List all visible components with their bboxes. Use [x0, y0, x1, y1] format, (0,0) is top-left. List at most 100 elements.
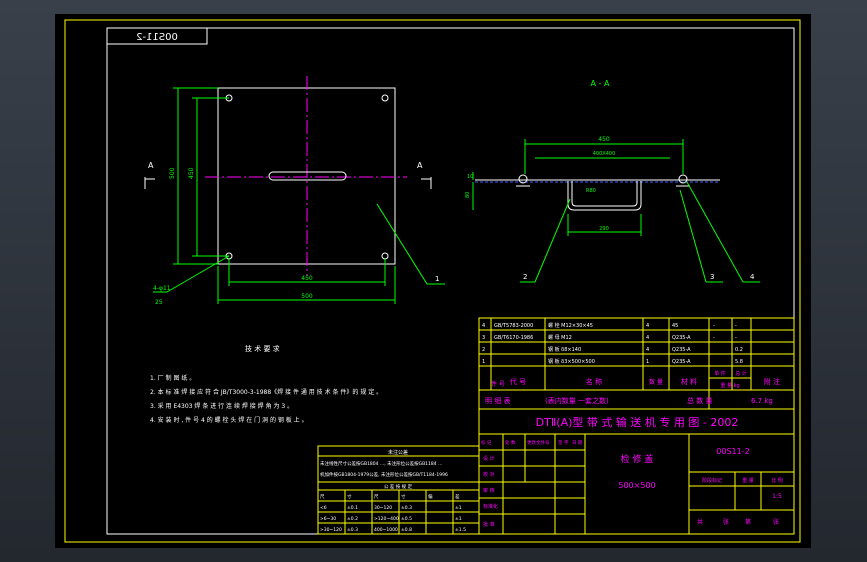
bom-h-name: 名 称: [586, 377, 602, 386]
dim-outer-width: 500: [301, 293, 313, 300]
tol-col-header: 寸: [401, 493, 406, 500]
bom-h-note: 附 注: [764, 377, 780, 386]
bom-table: [478, 317, 795, 410]
bom-summary-note: (表内数量 一套之数): [545, 396, 609, 405]
tb-label-date: 日 期: [572, 440, 583, 446]
slot: [268, 171, 347, 181]
tech-item-3: 3. 采 用 E4303 焊 条 进 行 连 续 焊 接 焊 角 为 3 。: [150, 402, 293, 410]
tol-cell: ±0.8: [401, 527, 412, 533]
bom-cell: 0.2: [735, 347, 743, 353]
tol-line-1: 未注线性尺寸公差按GB1804 ..., 未注形位公差按GB1184 ...: [320, 460, 442, 467]
code-box: [106, 27, 208, 45]
dim-outer-height: 500: [169, 167, 176, 179]
tol-cell: ±0.5: [401, 516, 412, 522]
bom-cell: 45: [672, 323, 678, 329]
tol-cell: ±0.3: [401, 505, 412, 511]
dim-section-radius: R80: [586, 188, 596, 194]
hole-sub: 25: [155, 299, 163, 306]
bom-h-total: 总 计: [735, 370, 747, 377]
tol-cell: ±0.2: [347, 516, 358, 522]
tol-col-header: 尺: [374, 494, 379, 500]
tb-stage: 阶段标记: [702, 477, 722, 484]
hole-note: 4-φ11: [153, 285, 171, 292]
cad-canvas[interactable]: 00S11-2 500 450 450 500 4-φ11 25: [55, 14, 811, 548]
tb-weight: 重 量: [742, 477, 754, 484]
tol-line-2: 机加件按GB1804-1979公差, 未注形位公差按GB/T1184-1996: [320, 471, 448, 478]
tech-item-2: 2. 本 标 准 焊 接 应 符 合 JB/T3000-3-1988《焊 接 件…: [150, 388, 382, 396]
bom-cell: 3: [482, 335, 485, 341]
dim-section-height: 10: [467, 174, 473, 180]
tol-cell: ±0.1: [347, 505, 358, 511]
tol-cell: <6: [320, 505, 327, 511]
section-mark-left: A: [148, 161, 154, 170]
bom-summary-title: 明 细 表: [485, 396, 510, 405]
tol-col-header: 尺: [320, 494, 325, 500]
dim-section-slot: 400X400: [593, 151, 616, 157]
bom-h-mat: 材 料: [681, 377, 697, 386]
callout-2: 2: [523, 273, 527, 281]
bom-cell: Q235-A: [672, 359, 691, 365]
bom-cell: 螺 栓 M12×30×45: [548, 322, 593, 329]
tech-item-1: 1. 厂 制 图 纸 。: [150, 374, 195, 382]
callout-4: 4: [750, 273, 755, 281]
tech-requirements: 技 术 要 求 1. 厂 制 图 纸 。 2. 本 标 准 焊 接 应 符 合 …: [150, 344, 382, 424]
drawing-no: 00S11-2: [716, 447, 749, 456]
section-view: A - A 450 400X400 80 10 290 R80 2 3 4: [465, 79, 760, 283]
bom-cell: 螺 母 M12: [548, 334, 572, 341]
tol-cell: >30~120: [320, 527, 342, 533]
section-title: A - A: [591, 79, 610, 88]
hole-tr: [381, 94, 389, 102]
bom-cell: 钢 板 δ8×140: [548, 346, 581, 353]
tb-role-approve: 批 准: [483, 521, 495, 528]
bom-cell: -: [735, 335, 737, 341]
tol-col-header: 寸: [347, 493, 352, 500]
bom-cell: 1: [482, 359, 485, 365]
bom-cell: 钢 板 δ3×500×500: [548, 358, 595, 365]
bom-cell: GB/T5783-2000: [494, 323, 533, 329]
tech-title: 技 术 要 求: [245, 344, 280, 353]
tb-sheet-4: 张: [773, 518, 779, 526]
section-mark-right: A: [417, 161, 423, 170]
tb-scale-value: 1:5: [772, 493, 782, 500]
tech-item-4: 4. 安 装 时 , 件 号 4 的 螺 栓 头 焊 在 门 洞 的 钢 板 上…: [150, 416, 308, 424]
tb-role-check: 校 对: [483, 471, 495, 478]
outer-border: [64, 19, 801, 543]
bom-h-no: 件 号: [491, 380, 505, 388]
bom-h-weight: 重 量 kg: [720, 382, 739, 389]
bom-cell: 1: [646, 359, 649, 365]
tb-label-doc: 更改文件号: [527, 439, 550, 446]
tb-sheet-1: 共: [697, 518, 703, 526]
bom-cell: 4: [646, 335, 649, 341]
bom-cell: 4: [646, 323, 649, 329]
tol-cell: ±0.3: [347, 527, 358, 533]
dim-section-depth: 80: [465, 192, 471, 198]
bom-cell: -: [713, 335, 715, 341]
tol-cell: >6~30: [320, 516, 336, 522]
bom-h-code: 代 号: [510, 377, 526, 386]
tol-cell: ±1: [455, 505, 462, 511]
tb-role-review: 审 核: [483, 487, 495, 494]
bom-cell: 5.8: [735, 359, 743, 365]
tol-cell: >120~400: [374, 516, 399, 522]
tb-role-design: 设 计: [483, 455, 495, 462]
tb-scale: 比 例: [771, 477, 783, 484]
part-name: 检 修 盖: [621, 453, 654, 465]
bom-summary-label: 总 数 量: [687, 396, 712, 405]
inner-border: [106, 27, 795, 535]
tb-role-standard: 标准化: [483, 503, 498, 510]
dim-section-bottom: 290: [599, 226, 609, 232]
tol-cell: ±1.5: [455, 527, 466, 533]
bom-summary-value: 6.7 kg: [751, 397, 773, 405]
tb-label-mark: 标 记: [481, 439, 492, 446]
bom-cell: 4: [482, 323, 485, 329]
tb-label-sign: 签 字: [558, 439, 569, 446]
tb-label-count: 处 数: [505, 439, 516, 446]
tol-title: 未注公差: [388, 449, 408, 456]
code-mirrored: 00S11-2: [136, 32, 178, 43]
bom-cell: GB/T6170-1986: [494, 335, 533, 341]
callout-3: 3: [710, 273, 714, 281]
bom-cell: -: [713, 323, 715, 329]
tol-col-header: 偏: [428, 493, 433, 500]
dim-inner-height: 450: [188, 167, 195, 179]
tol-cell: 400~1000: [374, 527, 398, 533]
